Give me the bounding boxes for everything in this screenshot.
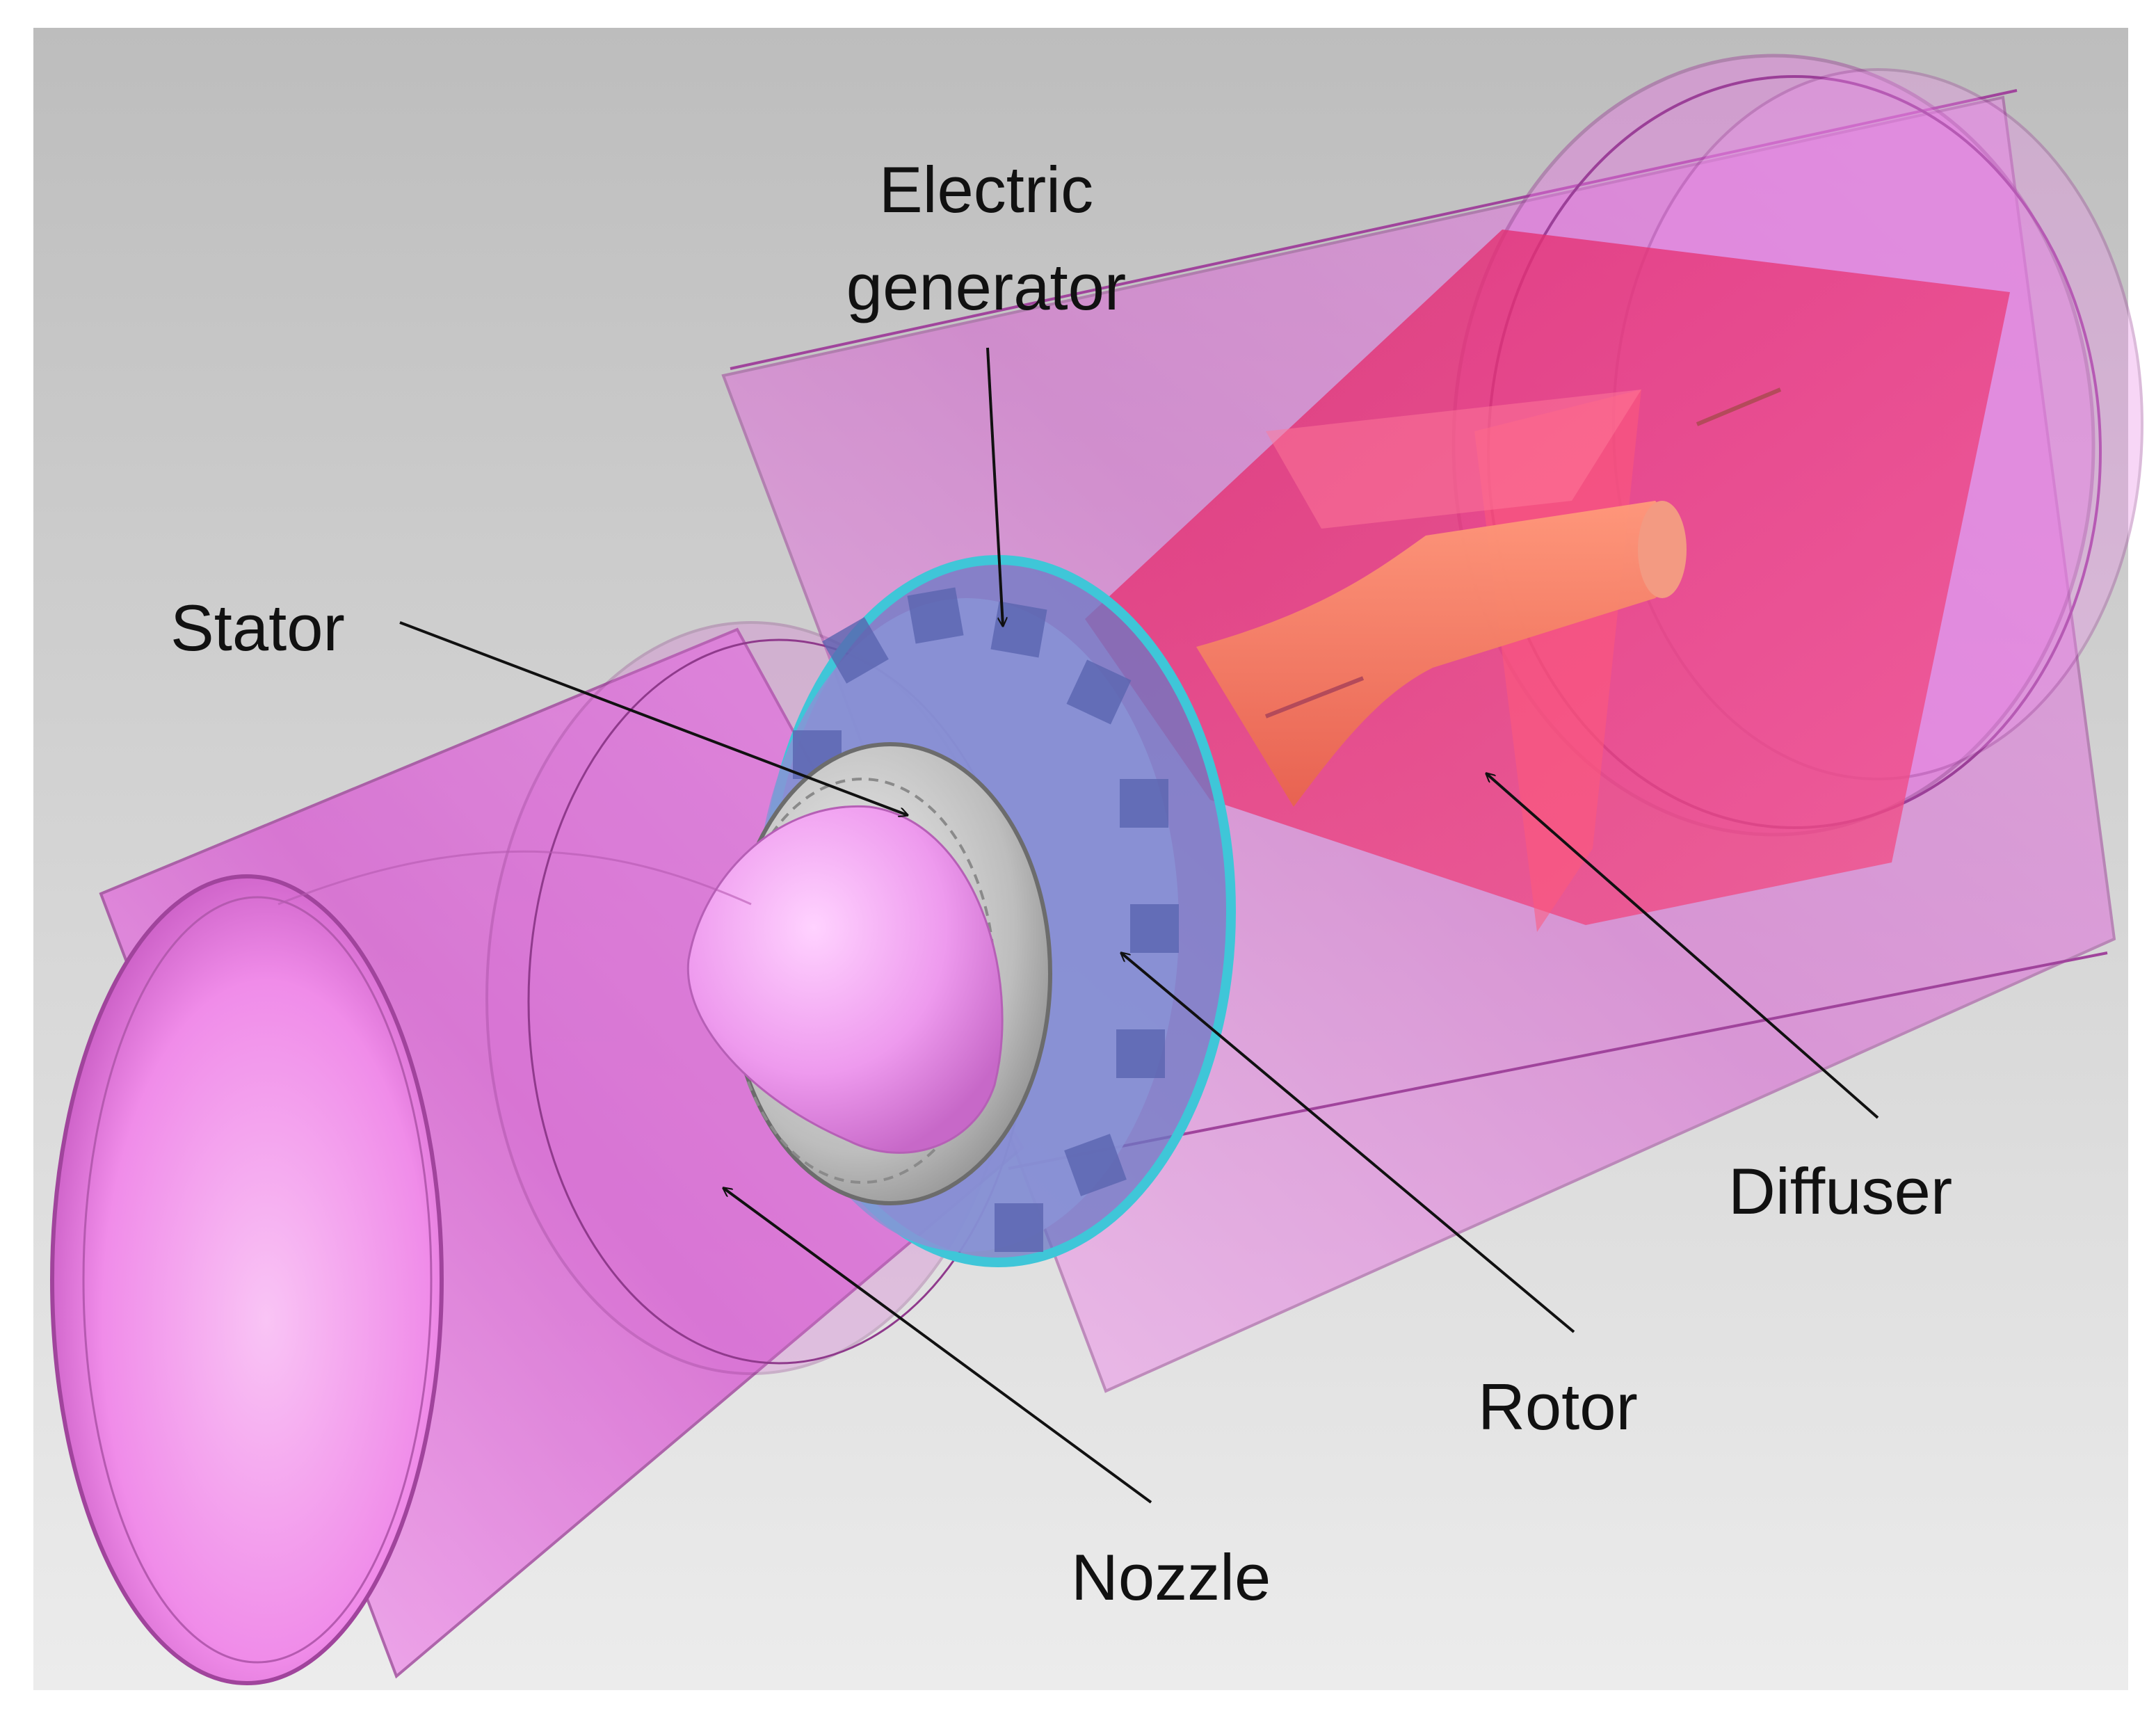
electric-generator-label-line1: Electric — [879, 153, 1093, 226]
nozzle-arrow — [723, 1188, 1152, 1504]
leader-arrows — [399, 347, 1879, 1504]
rotor-hub — [1196, 387, 1782, 807]
electric-generator-label-line2: generator — [846, 250, 1126, 323]
generator-arrow — [986, 347, 1003, 626]
stator-label: Stator — [170, 591, 345, 664]
nozzle-inlet — [50, 850, 752, 1685]
generator-magnet-slots — [793, 587, 1179, 1252]
nozzle-label: Nozzle — [1071, 1541, 1271, 1614]
rotor-label: Rotor — [1478, 1370, 1638, 1443]
nose-cone — [686, 805, 1004, 1154]
diffuser-arrow — [1486, 773, 1879, 1119]
rotor-arrow — [1121, 953, 1575, 1333]
stator-arrow — [399, 621, 908, 815]
diffuser-label: Diffuser — [1728, 1155, 1952, 1228]
